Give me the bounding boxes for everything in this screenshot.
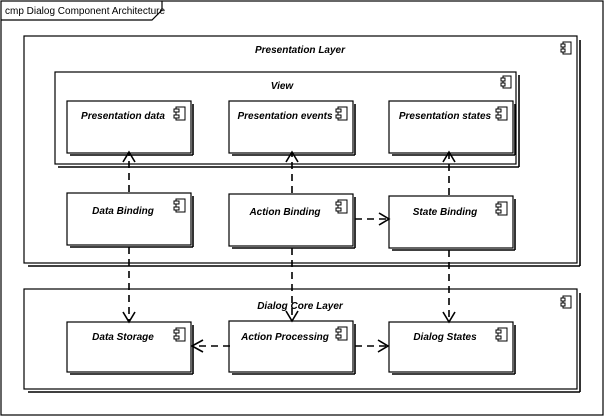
dependencies [122, 150, 456, 353]
data-storage-component[interactable]: Data Storage [66, 321, 194, 375]
data-binding-label: Data Binding [92, 206, 154, 217]
arrowhead-dialog-states [442, 311, 456, 324]
component-icon [495, 106, 508, 121]
view-component-icon [500, 75, 512, 89]
state-binding-component[interactable]: State Binding [388, 195, 516, 251]
presentation-layer-component-icon [560, 41, 572, 55]
presentation-states-component[interactable]: Presentation states [388, 100, 516, 156]
presentation-layer-title: Presentation Layer [255, 45, 346, 56]
presentation-data-label: Presentation data [81, 111, 165, 122]
components: Presentation data Presentation events Pres… [66, 100, 516, 375]
dialog-core-layer-component-icon [560, 295, 572, 309]
dialog-core-layer-title: Dialog Core Layer [257, 301, 344, 312]
presentation-states-label: Presentation states [399, 111, 492, 122]
action-processing-label: Action Processing [240, 332, 329, 343]
presentation-events-component[interactable]: Presentation events [228, 100, 356, 156]
view-title: View [271, 81, 295, 92]
arrowhead-data-storage [122, 311, 136, 324]
frame-tab [1, 1, 163, 21]
action-processing-component[interactable]: Action Processing [228, 320, 356, 375]
component-icon [173, 327, 186, 342]
arrowhead-dialog-states-right [377, 339, 390, 353]
dialog-states-component[interactable]: Dialog States [388, 321, 516, 375]
component-icon [335, 106, 348, 121]
data-storage-label: Data Storage [92, 332, 154, 343]
arrowhead-data-storage-left [190, 339, 204, 353]
arrowhead-action-processing [285, 310, 299, 323]
component-icon [173, 106, 186, 121]
arrowhead-presentation-data [122, 150, 136, 163]
dialog-states-label: Dialog States [413, 332, 477, 343]
component-icon [173, 198, 186, 213]
component-icon [495, 327, 508, 342]
state-binding-label: State Binding [413, 207, 477, 218]
action-binding-component[interactable]: Action Binding [228, 193, 356, 249]
arrowhead-state-binding [378, 212, 391, 226]
frame-title: cmp Dialog Component Architecture [5, 6, 166, 17]
presentation-data-component[interactable]: Presentation data [66, 100, 194, 156]
action-binding-label: Action Binding [248, 207, 320, 218]
component-icon [495, 201, 508, 216]
component-icon [335, 326, 348, 341]
arrowhead-presentation-states [442, 150, 456, 163]
data-binding-component[interactable]: Data Binding [66, 192, 194, 248]
arrowhead-presentation-events [285, 150, 299, 163]
presentation-events-label: Presentation events [237, 111, 332, 122]
component-icon [335, 199, 348, 214]
